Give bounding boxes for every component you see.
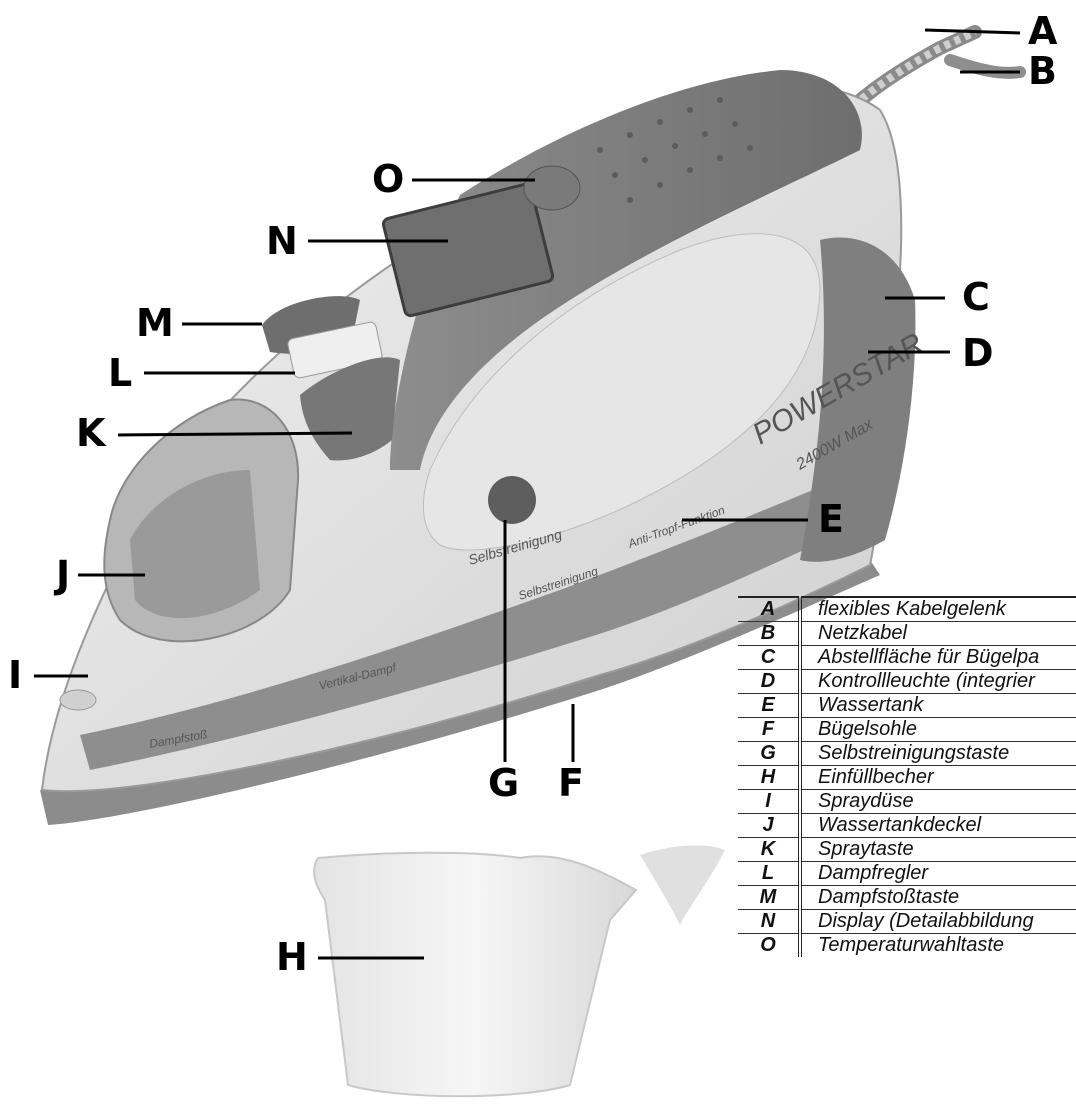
legend-key: K — [738, 837, 802, 862]
legend-text: Netzkabel — [800, 621, 1076, 646]
legend-key: E — [738, 693, 802, 718]
callout-l: L — [108, 351, 133, 395]
handle — [390, 70, 862, 470]
callout-o: O — [372, 157, 405, 201]
legend-key: B — [738, 621, 802, 646]
callout-f: F — [558, 761, 584, 805]
legend-text: Display (Detailabbildung — [800, 909, 1076, 934]
legend-key: L — [738, 861, 802, 886]
display-window — [381, 182, 555, 318]
callout-n: N — [266, 219, 298, 263]
water-tank-lid-window — [130, 470, 260, 619]
callout-g: G — [488, 761, 520, 805]
legend-text: Spraytaste — [800, 837, 1076, 862]
callout-e: E — [818, 497, 844, 541]
legend-key: H — [738, 765, 802, 790]
callout-a: A — [1028, 9, 1058, 53]
legend-text: Dampfstoßtaste — [800, 885, 1076, 910]
legend-text: flexibles Kabelgelenk — [800, 596, 1076, 622]
heel-rest — [800, 237, 916, 562]
cup-handle — [640, 845, 725, 925]
measuring-cup — [313, 851, 638, 1098]
legend-key: J — [738, 813, 802, 838]
legend-text: Dampfregler — [800, 861, 1076, 886]
callout-j: J — [56, 553, 71, 597]
legend-text: Abstellfläche für Bügelpa — [800, 645, 1076, 670]
legend-text: Temperaturwahltaste — [800, 933, 1076, 957]
handle-opening — [422, 233, 821, 551]
callout-k: K — [76, 411, 106, 455]
callout-d: D — [962, 331, 994, 375]
legend-text: Spraydüse — [800, 789, 1076, 814]
leader-lines — [34, 28, 1021, 960]
callout-m: M — [136, 301, 174, 345]
legend-text: Bügelsohle — [800, 717, 1076, 742]
legend-text: Wassertankdeckel — [800, 813, 1076, 838]
legend-key: N — [738, 909, 802, 934]
legend-key: G — [738, 741, 802, 766]
legend-key: A — [738, 596, 802, 622]
legend-text: Selbstreinigungstaste — [800, 741, 1076, 766]
legend-key: D — [738, 669, 802, 694]
legend-key: F — [738, 717, 802, 742]
legend-text: Wassertank — [800, 693, 1076, 718]
legend-text: Kontrollleuchte (integrier — [800, 669, 1076, 694]
temperature-button[interactable] — [523, 165, 581, 211]
legend-key: M — [738, 885, 802, 910]
callout-h: H — [276, 935, 308, 979]
legend-key: C — [738, 645, 802, 670]
legend-key: I — [738, 789, 802, 814]
legend-key: O — [738, 933, 802, 957]
self-clean-button[interactable] — [488, 476, 536, 524]
callout-b: B — [1028, 49, 1057, 93]
side-band — [80, 470, 870, 770]
handle-grip-dots — [597, 97, 753, 203]
spray-nozzle — [59, 689, 97, 711]
callout-c: C — [962, 275, 990, 319]
callout-i: I — [8, 653, 23, 697]
legend-text: Einfüllbecher — [800, 765, 1076, 790]
